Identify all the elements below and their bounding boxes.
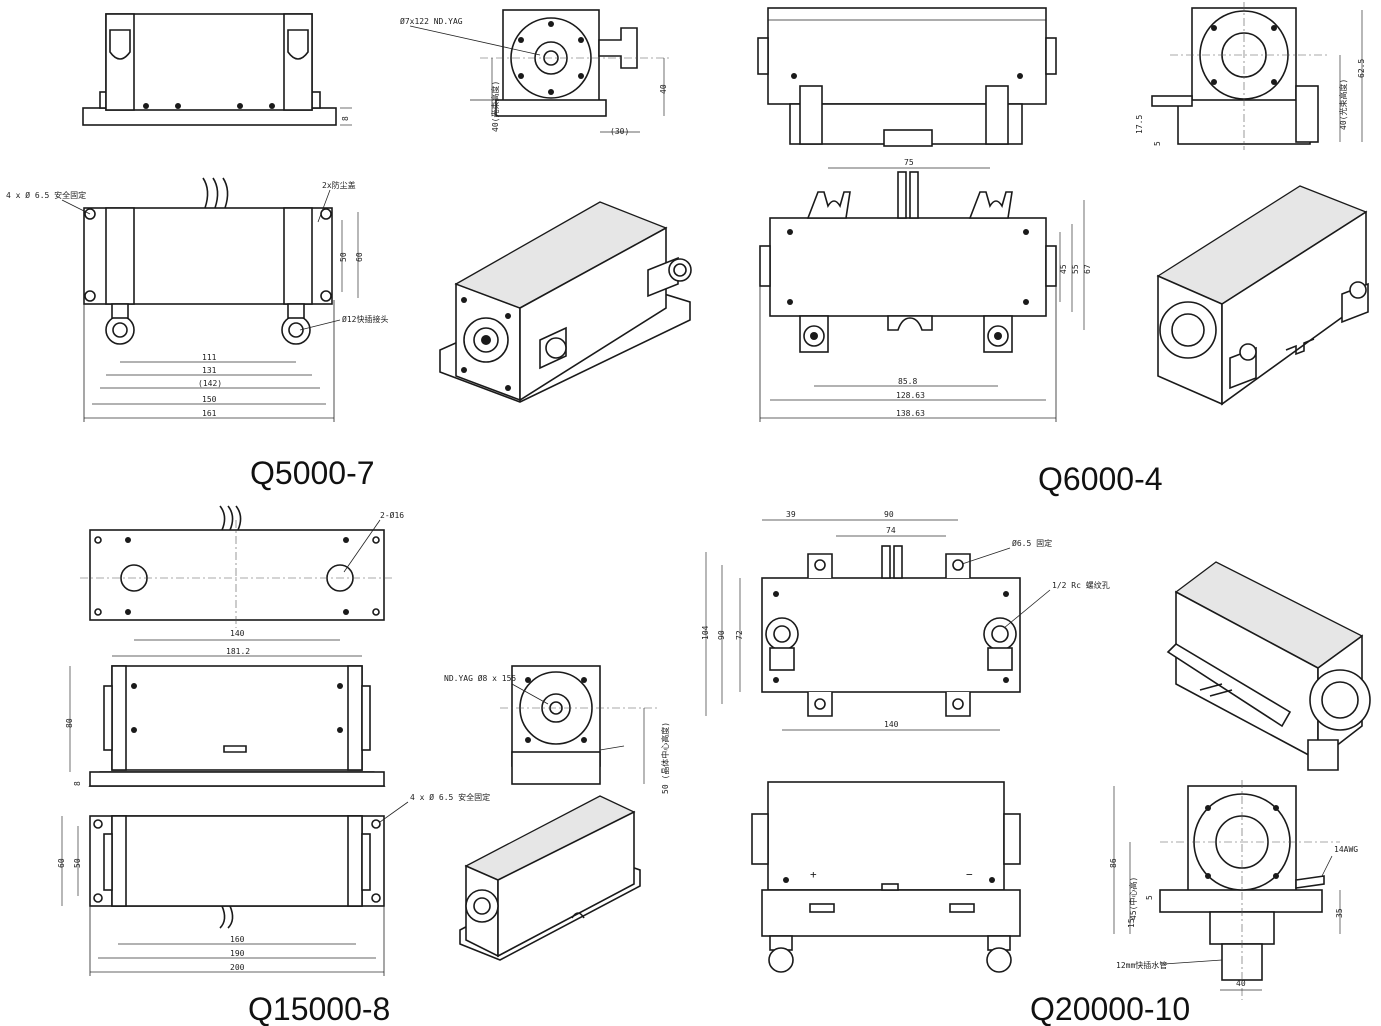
q15000-front-view: 181.2 80 8 [65,647,386,787]
q20000-model-title: Q20000-10 [1030,991,1190,1026]
q5000-dim-30: (30) [610,127,629,136]
q6000-dim-138-63: 138.63 [896,409,925,418]
q5000-fitting-note: Ø12快插接头 [342,314,388,324]
q15000-rod-note: ND.YAG Ø8 x 155 [444,673,516,683]
q6000-dim-75: 75 [904,158,914,167]
q6000-dim-85-8: 85.8 [898,377,917,386]
q15000-holes-note: 2-Ø16 [380,510,404,520]
q15000-center-height: 50 (晶体中心高度) [660,722,670,794]
q6000-front-view [757,7,1057,147]
q5000-mount-note: 4 x Ø 6.5 安全固定 [6,190,86,200]
q15000-dim-8: 8 [73,781,82,786]
q6000-dim-17-5: 17.5 [1135,115,1144,134]
q20000-plus-terminal: + [810,868,817,881]
q20000-pipe-thread-note: 1/2 Rc 螺纹孔 [1052,580,1110,590]
q5000-dim-150: 150 [202,395,217,404]
q15000-mount-note: 4 x Ø 6.5 安全固定 [410,792,490,802]
q5000-dust-cap-note: 2x防尘盖 [322,180,356,190]
q20000-dim-140: 140 [884,720,899,729]
q20000-dim-86: 86 [1109,858,1118,868]
q15000-dim-200: 200 [230,963,245,972]
q20000-cable-note: 14AWG [1334,845,1358,854]
q6000-dim-67: 67 [1083,264,1092,274]
q20000-dim-90-vertical: 90 [717,630,726,640]
q6000-dim-128-63: 128.63 [896,391,925,400]
q15000-model-title: Q15000-8 [248,991,390,1026]
q6000-dim-5: 5 [1153,141,1162,146]
q6000-height-label: 40(光束高度) [1338,79,1348,130]
q20000-dim-104: 104 [701,625,710,640]
q15000-dim-160: 160 [230,935,245,944]
q5000-dim-40: 40 [659,84,668,94]
q20000-top-view: 39 90 74 Ø6.5 固定 1/2 Rc 螺纹孔 104 90 72 14… [701,510,1110,731]
q5000-dim-8: 8 [341,116,350,121]
q5000-iso-view [439,201,692,403]
q5000-model-title: Q5000-7 [250,455,375,491]
q20000-iso-view [1166,561,1371,771]
q20000-dim-40: 40 [1236,979,1246,988]
q20000-minus-terminal: − [966,868,973,881]
q5000-dim-60: 60 [355,252,364,262]
q15000-top-view: 2-Ø16 140 [80,505,404,641]
q15000-dim-50: 50 [73,858,82,868]
q15000-end-view: ND.YAG Ø8 x 155 50 (晶体中心高度) [444,665,670,794]
q20000-center-label: 45(中心高) [1128,877,1138,920]
q15000-iso-view [459,795,641,961]
q6000-dim-62-5: 62.5 [1357,59,1366,78]
q20000-dim-15: 15 [1127,918,1136,928]
q20000-dim-74: 74 [886,526,896,535]
q5000-front-view: 8 [82,13,352,126]
q6000-end-view: 62.5 40(光束高度) 17.5 5 [1135,2,1366,150]
q20000-fitting-note: 12mm快插水管 [1116,960,1167,970]
q5000-top-view: 4 x Ø 6.5 安全固定 2x防尘盖 Ø12快插接头 50 60 111 1… [6,177,388,422]
q5000-end-view: Ø7x122 ND.YAG 40 40(光束高度) (30) [400,9,670,136]
q15000-dim-181-2: 181.2 [226,647,250,656]
q20000-dim-90: 90 [884,510,894,519]
q5000-rod-note: Ø7x122 ND.YAG [400,16,463,26]
q5000-dim-50: 50 [339,252,348,262]
q6000-iso-view [1156,185,1369,406]
q5000-dim-111: 111 [202,353,217,362]
q20000-end-view: 14AWG 12mm快插水管 86 45(中心高) 5 15 35 40 [1109,780,1358,1000]
q15000-dim-60: 60 [57,858,66,868]
q20000-dim-72: 72 [735,630,744,640]
q6000-model-title: Q6000-4 [1038,461,1163,497]
q15000-dim-140: 140 [230,629,245,638]
q20000-dim-35: 35 [1335,908,1344,918]
q6000-dim-55: 55 [1071,264,1080,274]
q15000-dim-190: 190 [230,949,245,958]
q6000-top-view: 75 45 55 67 85.8 128.63 138.63 [759,158,1092,422]
q5000-dim-161: 161 [202,409,217,418]
q5000-dim-131: 131 [202,366,217,375]
q15000-dim-80: 80 [65,718,74,728]
q5000-height-label: 40(光束高度) [490,81,500,132]
q20000-front-view: + − [751,781,1021,973]
q15000-bottom-view: 4 x Ø 6.5 安全固定 60 50 160 190 200 [57,792,490,976]
q6000-dim-45: 45 [1059,264,1068,274]
q20000-mount-hole-note: Ø6.5 固定 [1012,538,1052,548]
q20000-dim-5: 5 [1145,895,1154,900]
q20000-dim-39: 39 [786,510,796,519]
q5000-dim-142: (142) [198,379,222,388]
